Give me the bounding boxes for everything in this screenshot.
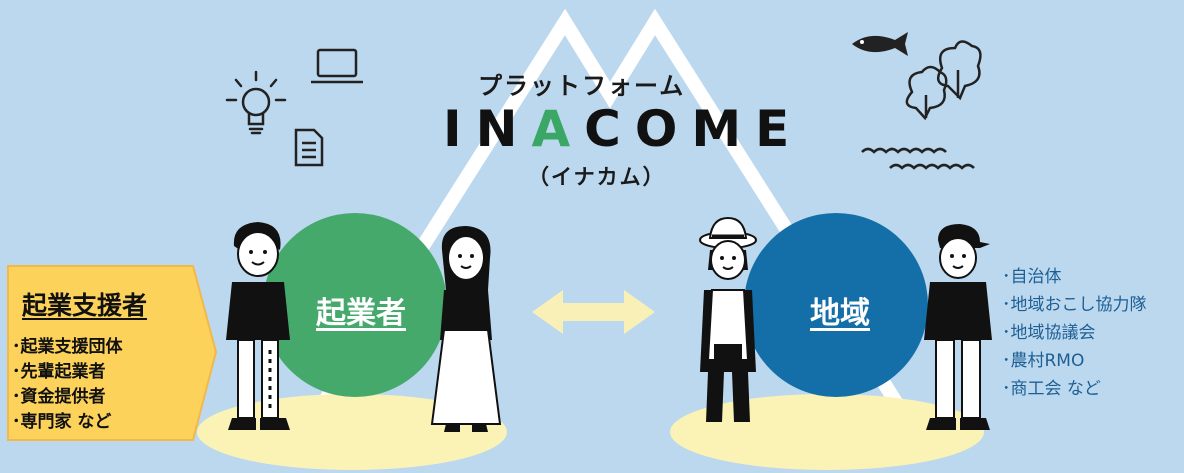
support-item: ･専門家 など <box>12 412 112 432</box>
region-item: ･地域協議会 <box>1002 323 1096 343</box>
brand-part2: COME <box>584 100 804 158</box>
person-local <box>924 224 992 430</box>
support-item: ･先輩起業者 <box>12 362 106 382</box>
region-item: ･地域おこし協力隊 <box>1002 295 1147 315</box>
laptop-icon <box>311 48 363 84</box>
brand-title: INACOME <box>443 100 803 158</box>
support-box <box>7 265 218 441</box>
person-entrepreneur <box>430 226 502 432</box>
region-item: ･商工会 など <box>1002 379 1101 399</box>
entrepreneur-circle <box>263 213 447 397</box>
brand-part1: IN <box>443 100 532 158</box>
waves-icon <box>861 147 975 170</box>
platform-subtitle: プラットフォーム <box>478 72 686 100</box>
document-icon <box>294 128 324 167</box>
tree-icon <box>905 40 982 121</box>
brand-reading: （イナカム） <box>528 165 666 189</box>
brand-accent: A <box>531 100 585 158</box>
support-item: ･起業支援団体 <box>12 337 123 357</box>
region-label: 地域 <box>810 296 870 331</box>
person-supporter <box>226 222 290 430</box>
region-item: ･自治体 <box>1002 267 1062 287</box>
fish-icon <box>852 32 908 56</box>
region-circle <box>744 213 928 397</box>
lightbulb-icon <box>225 70 287 135</box>
double-arrow-icon <box>532 290 655 334</box>
support-title: 起業支援者 <box>22 291 148 320</box>
person-farmer <box>699 216 757 422</box>
mountain-outline <box>294 8 926 444</box>
region-item: ･農村RMO <box>1002 351 1085 371</box>
entrepreneur-label: 起業者 <box>316 296 406 331</box>
support-item: ･資金提供者 <box>12 387 106 407</box>
